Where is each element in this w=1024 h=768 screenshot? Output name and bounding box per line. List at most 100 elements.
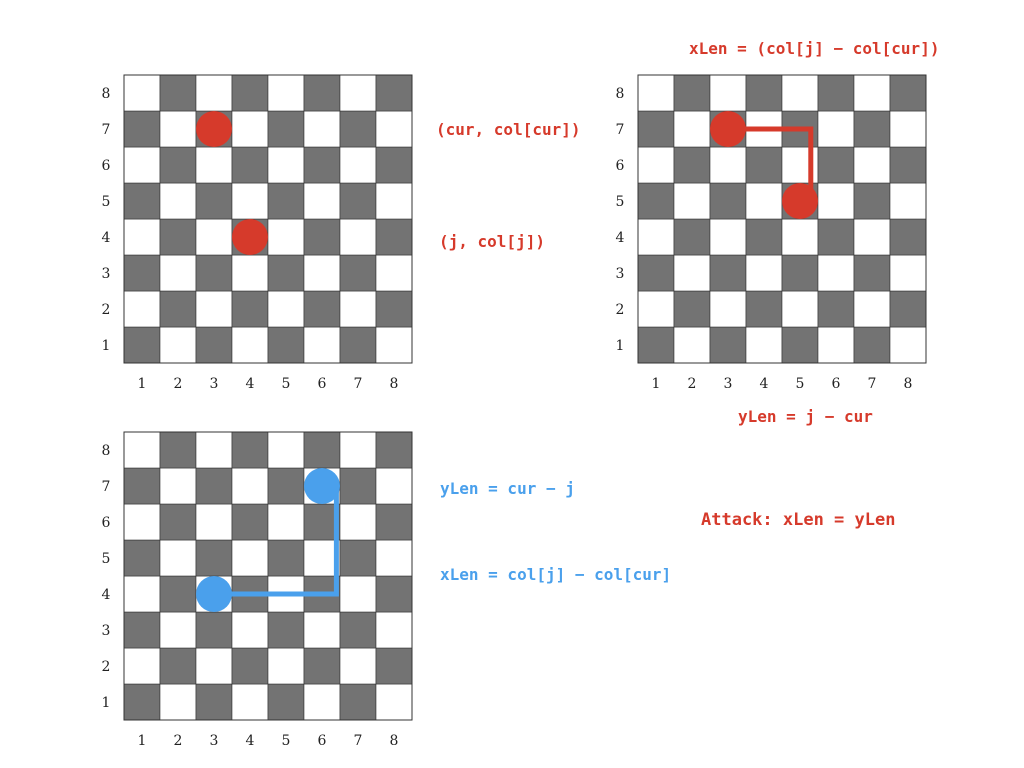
queen-marker — [782, 183, 818, 219]
board-square — [159, 218, 197, 256]
board-square — [817, 146, 855, 184]
board-square — [339, 467, 377, 505]
board-square — [267, 74, 305, 112]
row-label: 2 — [102, 302, 111, 318]
board-square — [781, 74, 819, 112]
row-label: 4 — [102, 230, 111, 246]
col-label: 1 — [138, 733, 147, 749]
board-square — [889, 254, 927, 292]
board-square — [195, 182, 233, 220]
col-label: 3 — [210, 376, 219, 392]
row-label: 7 — [616, 122, 625, 138]
row-label: 4 — [102, 587, 111, 603]
board-square — [889, 182, 927, 220]
board-square — [195, 503, 233, 541]
board-square — [231, 146, 269, 184]
board-square — [159, 611, 197, 649]
board-square — [159, 254, 197, 292]
board-square — [889, 290, 927, 328]
ylen-blue-label: yLen = cur − j — [440, 479, 575, 498]
board-square — [375, 683, 413, 721]
board-square — [817, 326, 855, 364]
queen-marker — [196, 111, 232, 147]
col-label: 8 — [390, 376, 399, 392]
board-square — [195, 218, 233, 256]
board-square — [123, 647, 161, 685]
board-square — [159, 503, 197, 541]
board-square — [745, 74, 783, 112]
board-square — [123, 431, 161, 469]
board-square — [339, 575, 377, 613]
board-square — [375, 74, 413, 112]
board-square — [889, 74, 927, 112]
boards-layer: 1122334455667788112233445566778811223344… — [102, 74, 927, 749]
board-square — [339, 290, 377, 328]
board-square — [267, 146, 305, 184]
board-square — [375, 254, 413, 292]
board-square — [159, 74, 197, 112]
queen-marker — [710, 111, 746, 147]
board-square — [267, 254, 305, 292]
board-square — [195, 326, 233, 364]
queen-marker — [304, 468, 340, 504]
board-square — [637, 218, 675, 256]
row-label: 3 — [616, 266, 625, 282]
board-square — [267, 218, 305, 256]
board-square — [267, 683, 305, 721]
board-square — [159, 146, 197, 184]
board-square — [231, 74, 269, 112]
board-square — [339, 611, 377, 649]
board-square — [123, 74, 161, 112]
board-square — [745, 182, 783, 220]
board-square — [123, 503, 161, 541]
board-square — [339, 431, 377, 469]
board-square — [123, 326, 161, 364]
board-square — [231, 539, 269, 577]
board-square — [195, 146, 233, 184]
board-square — [195, 539, 233, 577]
queen-marker — [196, 576, 232, 612]
col-label: 3 — [210, 733, 219, 749]
board-square — [637, 254, 675, 292]
board-square — [123, 611, 161, 649]
attack-label: Attack: xLen = yLen — [701, 510, 895, 530]
board-square — [267, 539, 305, 577]
board-square — [637, 290, 675, 328]
board-square — [781, 254, 819, 292]
board-square — [375, 539, 413, 577]
board-square — [303, 146, 341, 184]
board-square — [375, 611, 413, 649]
board-square — [195, 683, 233, 721]
board-square — [123, 467, 161, 505]
board-square — [231, 611, 269, 649]
board-square — [339, 647, 377, 685]
board-square — [231, 467, 269, 505]
col-label: 7 — [868, 376, 877, 392]
row-label: 7 — [102, 122, 111, 138]
col-label: 6 — [318, 733, 327, 749]
col-label: 2 — [174, 376, 183, 392]
board-border — [637, 74, 927, 364]
board-square — [303, 326, 341, 364]
board-square — [375, 326, 413, 364]
board-square — [709, 74, 747, 112]
col-label: 1 — [138, 376, 147, 392]
board-border — [123, 74, 413, 364]
board-square — [159, 326, 197, 364]
board-square — [267, 182, 305, 220]
board-square — [303, 74, 341, 112]
board-square — [853, 290, 891, 328]
board-square — [853, 254, 891, 292]
board-square — [889, 218, 927, 256]
row-label: 3 — [102, 623, 111, 639]
board-square — [303, 254, 341, 292]
col-label: 8 — [390, 733, 399, 749]
board-square — [231, 182, 269, 220]
board-square — [339, 146, 377, 184]
row-label: 1 — [616, 338, 625, 354]
board-square — [673, 218, 711, 256]
col-label: 2 — [174, 733, 183, 749]
